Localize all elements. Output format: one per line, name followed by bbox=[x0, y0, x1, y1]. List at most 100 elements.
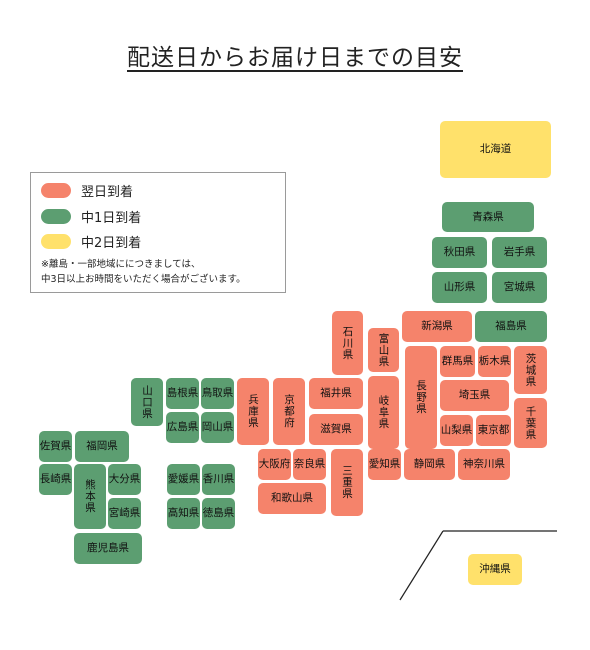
pref-label: 宮崎県 bbox=[108, 507, 141, 520]
pref-tokyo[interactable]: 東京都 bbox=[476, 415, 511, 446]
legend-label: 翌日到着 bbox=[81, 184, 134, 200]
pref-gifu[interactable]: 岐阜県 bbox=[368, 376, 399, 449]
pref-label: 富山県 bbox=[377, 332, 390, 368]
pref-yamanashi[interactable]: 山梨県 bbox=[440, 415, 473, 446]
pref-label: 岩手県 bbox=[503, 246, 536, 259]
pref-ishikawa[interactable]: 石川県 bbox=[332, 311, 363, 375]
pref-fukui[interactable]: 福井県 bbox=[309, 378, 363, 409]
pref-label: 愛知県 bbox=[368, 458, 401, 471]
pref-label: 長野県 bbox=[415, 380, 428, 415]
pref-tokushima[interactable]: 徳島県 bbox=[202, 498, 235, 529]
pref-label: 北海道 bbox=[479, 143, 512, 156]
pref-toyama[interactable]: 富山県 bbox=[368, 328, 399, 372]
pref-label: 群馬県 bbox=[441, 355, 474, 368]
pref-label: 福島県 bbox=[495, 320, 527, 333]
pref-hiroshima[interactable]: 広島県 bbox=[166, 412, 199, 443]
pref-niigata[interactable]: 新潟県 bbox=[402, 311, 472, 342]
pref-hokkaido[interactable]: 北海道 bbox=[440, 121, 551, 178]
pref-label: 和歌山県 bbox=[271, 492, 313, 505]
pref-label: 岐阜県 bbox=[377, 395, 390, 430]
pref-ehime[interactable]: 愛媛県 bbox=[167, 464, 200, 495]
legend-swatch-red bbox=[41, 182, 71, 198]
pref-label: 宮城県 bbox=[503, 281, 536, 294]
pref-label: 愛媛県 bbox=[167, 473, 200, 486]
legend-note: ※離島・一部地域ににつきましては、 中3日以上お時間をいただく場合がございます。 bbox=[41, 257, 246, 287]
pref-akita[interactable]: 秋田県 bbox=[432, 237, 487, 268]
pref-label: 東京都 bbox=[477, 424, 510, 437]
pref-kanagawa[interactable]: 神奈川県 bbox=[458, 449, 510, 480]
pref-osaka[interactable]: 大阪府 bbox=[258, 449, 291, 480]
pref-wakayama[interactable]: 和歌山県 bbox=[258, 483, 326, 514]
pref-shiga[interactable]: 滋賀県 bbox=[309, 414, 363, 445]
pref-label: 山形県 bbox=[443, 281, 476, 294]
pref-oita[interactable]: 大分県 bbox=[108, 464, 141, 495]
pref-okinawa[interactable]: 沖縄県 bbox=[468, 554, 522, 585]
pref-label: 高知県 bbox=[167, 507, 200, 520]
pref-hyogo[interactable]: 兵庫県 bbox=[237, 378, 269, 445]
legend-label: 中1日到着 bbox=[81, 210, 142, 226]
pref-nagasaki[interactable]: 長崎県 bbox=[39, 464, 72, 495]
pref-label: 熊本県 bbox=[84, 479, 97, 514]
pref-label: 大阪府 bbox=[258, 458, 291, 471]
pref-label: 青森県 bbox=[472, 210, 504, 223]
pref-label: 石川県 bbox=[341, 325, 354, 361]
legend: 翌日到着 中1日到着 中2日到着 ※離島・一部地域ににつきましては、 中3日以上… bbox=[30, 172, 286, 293]
pref-label: 福岡県 bbox=[86, 440, 118, 453]
map-title: 配送日からお届け日までの目安 bbox=[127, 45, 463, 71]
pref-label: 広島県 bbox=[166, 421, 199, 434]
pref-label: 兵庫県 bbox=[247, 394, 260, 429]
pref-mie[interactable]: 三重県 bbox=[331, 449, 363, 516]
pref-nara[interactable]: 奈良県 bbox=[293, 449, 326, 480]
pref-label: 京都府 bbox=[283, 394, 296, 429]
pref-fukuoka[interactable]: 福岡県 bbox=[75, 431, 129, 462]
pref-label: 鹿児島県 bbox=[87, 542, 129, 555]
pref-nagano[interactable]: 長野県 bbox=[405, 346, 437, 449]
pref-aomori[interactable]: 青森県 bbox=[442, 202, 534, 232]
legend-item-day2: 中1日到着 bbox=[41, 208, 142, 226]
pref-miyazaki[interactable]: 宮崎県 bbox=[108, 498, 141, 529]
pref-fukushima[interactable]: 福島県 bbox=[475, 311, 547, 342]
pref-label: 千葉県 bbox=[524, 405, 537, 441]
pref-saga[interactable]: 佐賀県 bbox=[39, 431, 72, 462]
legend-item-next-day: 翌日到着 bbox=[41, 182, 134, 200]
pref-yamagata[interactable]: 山形県 bbox=[432, 272, 487, 303]
pref-miyagi[interactable]: 宮城県 bbox=[492, 272, 547, 303]
pref-aichi[interactable]: 愛知県 bbox=[368, 449, 401, 480]
pref-label: 福井県 bbox=[320, 387, 352, 400]
pref-kyoto[interactable]: 京都府 bbox=[273, 378, 305, 445]
pref-kumamoto[interactable]: 熊本県 bbox=[74, 464, 106, 529]
pref-chiba[interactable]: 千葉県 bbox=[514, 398, 547, 448]
pref-ibaraki[interactable]: 茨城県 bbox=[514, 346, 547, 394]
pref-gunma[interactable]: 群馬県 bbox=[440, 346, 475, 377]
pref-yamaguchi[interactable]: 山口県 bbox=[131, 378, 163, 426]
pref-kagawa[interactable]: 香川県 bbox=[202, 464, 235, 495]
pref-label: 三重県 bbox=[341, 465, 354, 500]
pref-kagoshima[interactable]: 鹿児島県 bbox=[74, 533, 142, 564]
legend-label: 中2日到着 bbox=[81, 235, 142, 251]
pref-label: 香川県 bbox=[202, 473, 235, 486]
legend-swatch-yellow bbox=[41, 233, 71, 249]
pref-tottori[interactable]: 鳥取県 bbox=[201, 378, 234, 409]
pref-saitama[interactable]: 埼玉県 bbox=[440, 380, 509, 411]
legend-note-line: 中3日以上お時間をいただく場合がございます。 bbox=[41, 274, 246, 285]
legend-note-line: ※離島・一部地域ににつきましては、 bbox=[41, 259, 201, 270]
pref-okayama[interactable]: 岡山県 bbox=[201, 412, 234, 443]
pref-kochi[interactable]: 高知県 bbox=[167, 498, 200, 529]
pref-label: 静岡県 bbox=[413, 458, 446, 471]
pref-iwate[interactable]: 岩手県 bbox=[492, 237, 547, 268]
pref-label: 鳥取県 bbox=[201, 387, 234, 400]
pref-label: 新潟県 bbox=[421, 320, 453, 333]
separator-line bbox=[399, 530, 444, 601]
pref-shizuoka[interactable]: 静岡県 bbox=[404, 449, 455, 480]
pref-label: 埼玉県 bbox=[458, 389, 491, 402]
pref-label: 神奈川県 bbox=[463, 458, 505, 471]
pref-label: 岡山県 bbox=[201, 421, 234, 434]
pref-label: 栃木県 bbox=[478, 355, 511, 368]
legend-item-day3: 中2日到着 bbox=[41, 233, 142, 251]
pref-label: 佐賀県 bbox=[39, 440, 72, 453]
pref-tochigi[interactable]: 栃木県 bbox=[478, 346, 511, 377]
pref-label: 沖縄県 bbox=[479, 563, 511, 576]
pref-shimane[interactable]: 島根県 bbox=[166, 378, 199, 409]
legend-swatch-green bbox=[41, 208, 71, 224]
